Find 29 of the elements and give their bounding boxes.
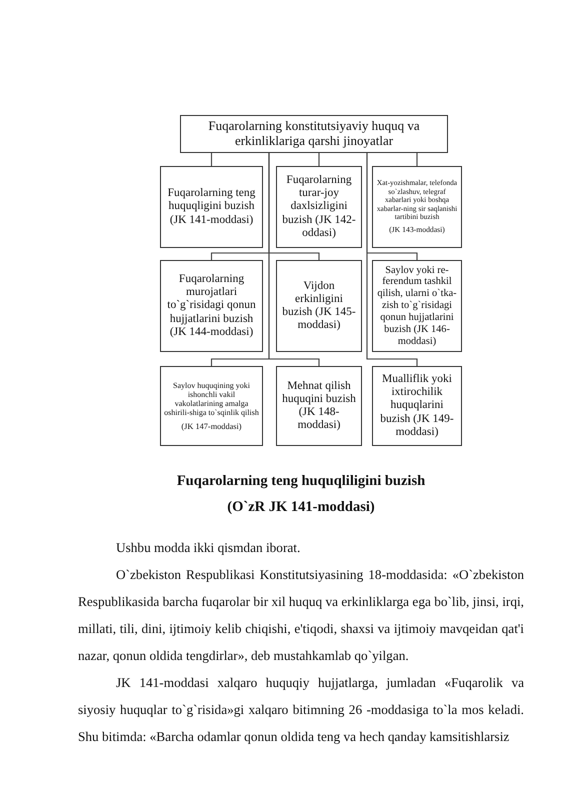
section-heading: (O`zR JK 141-moddasi) <box>226 498 376 517</box>
connector-line <box>416 153 418 166</box>
connector-line <box>268 153 320 366</box>
box-text: Mualliflik yoki ixtirochilik huquqlarini buzish (JK 149-moddasi) <box>379 372 455 440</box>
body-paragraph: O`zbekiston Respublikasi Konstitutsiyasining 18-moddasida: «O`zbekiston Respublikasida barcha fuqarolar bir xil huquq va erkinliklarga ega bo`lib, jinsi, irqi, millati, tili, dini, ijtimoiy kelib chiqishi, e'tiqodi, shaxsi va ijtimoiy mavqeidan qat'i nazar, qonun oldida tengdirlar», deb mustahkamlab qo`yilgan. <box>78 566 524 665</box>
category-box <box>276 260 362 352</box>
box-text: Fuqarolarning turar-joy daxlsizligini buzish (JK 142-oddasi) <box>281 174 357 240</box>
box-text: Fuqarolarning teng huquqligini buzish (JK 141-moddasi) <box>166 187 256 227</box>
category-box <box>160 260 263 352</box>
connector-line <box>318 153 320 166</box>
box-text: Mehnat qilish huquqini buzish (JK 148-moddasi) <box>281 380 357 432</box>
body-paragraph: JK 141-moddasi xalqaro huquqiy hujjatlarga, jumladan «Fuqarolik va siyosiy huquqlar to`g`risida»gi xalqaro bitimning 26 -moddasiga to`la mos keladi. Shu bitimda: «Barcha odamlar qonun oldida teng va hech qanday kamsitishlarsiz <box>78 674 524 746</box>
section-heading: Fuqarolarning teng huquqliligini buzish <box>176 472 426 491</box>
connector-line <box>366 153 418 366</box>
category-box <box>372 166 462 248</box>
body-paragraph: Ushbu modda ikki qismdan iborat. <box>115 539 302 557</box>
category-box <box>180 115 448 153</box>
box-text: Fuqarolarning murojatlari to`g`risidagi qonun hujjatlarini buzish (JK 144-moddasi) <box>166 272 257 340</box>
box-text: Vijdon erkinligini buzish (JK 145-moddasi) <box>281 280 357 332</box>
box-text: Saylov huquqining yoki ishonchli vakil vakolatlarining amalga oshirili-shiga to`sqinlik qilish <box>163 380 260 418</box>
box-text: (JK 147-moddasi) <box>181 422 242 432</box>
box-text: Fuqarolarning konstitutsiyaviy huquq va erkinliklariga qarshi jinoyatlar <box>207 119 421 149</box>
category-box <box>276 166 362 248</box>
category-box <box>160 366 263 446</box>
connector-line <box>210 153 212 166</box>
box-text: Saylov yoki re-ferendum tashkil qilish, ularni o`tka-zish to`g`risidagi qonun hujjatlarini buzish (JK 146-moddasi) <box>376 264 458 348</box>
category-box <box>372 366 462 446</box>
category-box <box>160 166 263 248</box>
category-box <box>276 366 362 446</box>
